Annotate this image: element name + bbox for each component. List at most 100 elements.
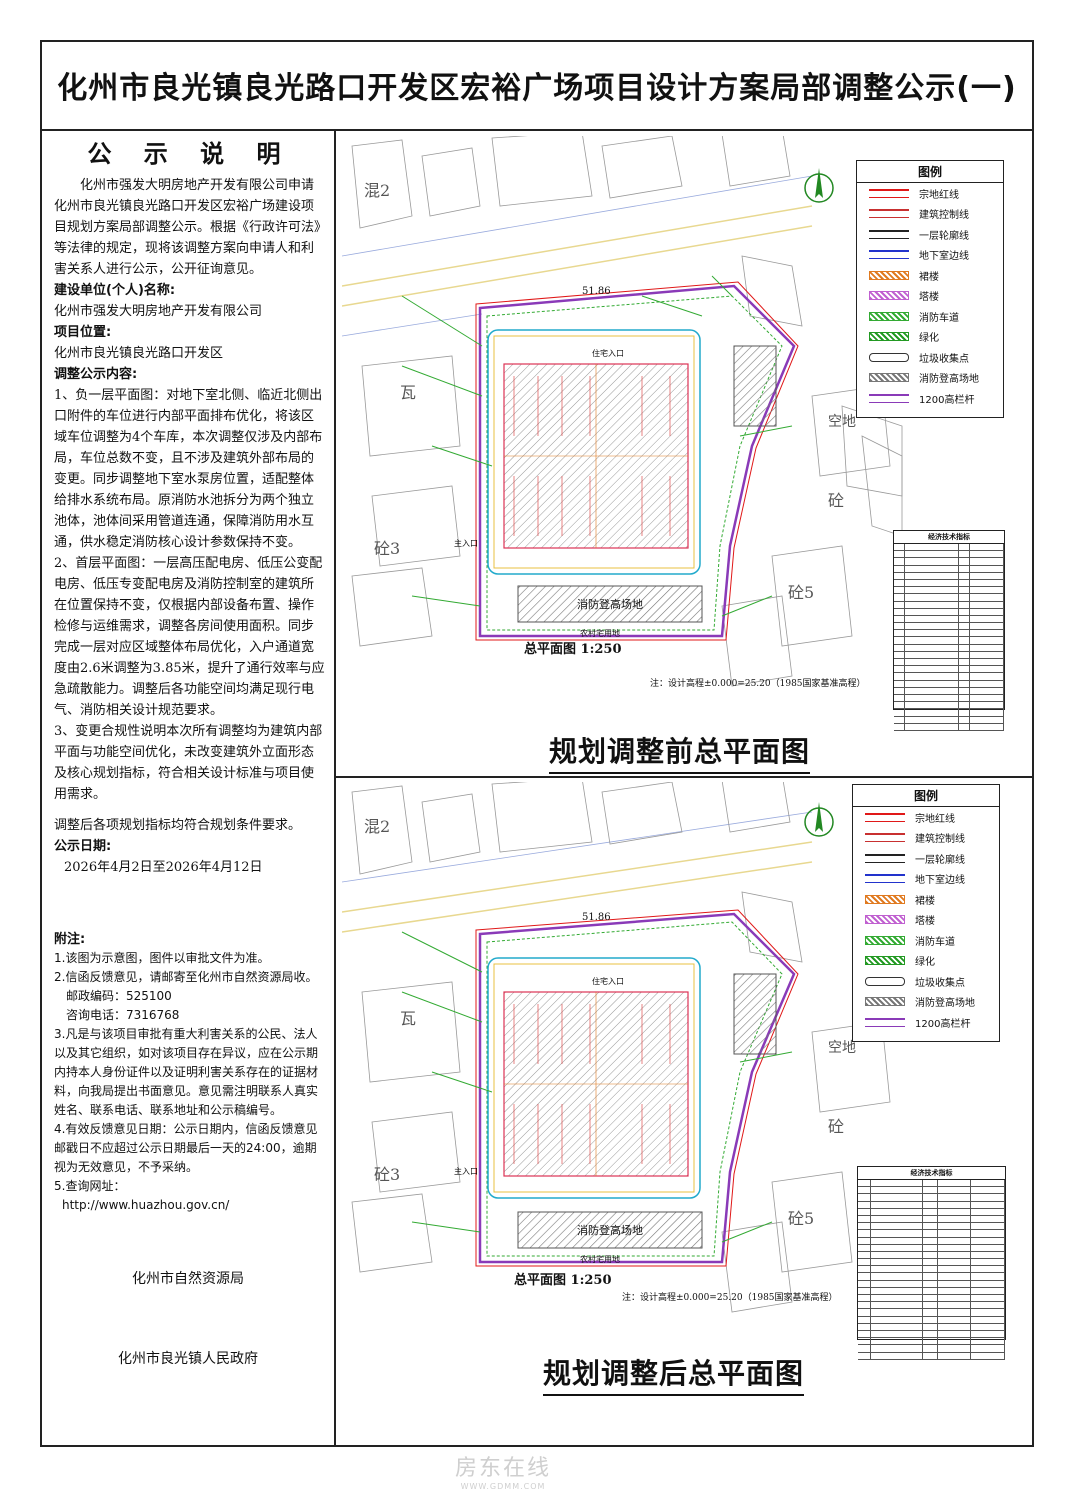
notice-section: 公 示 说 明 化州市强发大明房地产开发有限公司申请化州市良光镇良光路口开发区宏…	[54, 140, 326, 878]
table-row	[894, 608, 1004, 616]
legend-swatch	[869, 188, 909, 198]
table-row	[858, 1180, 1005, 1188]
table-row	[858, 1201, 1005, 1209]
legend-label: 消防登高场地	[915, 998, 975, 1010]
table-row	[858, 1316, 1005, 1324]
table-row	[858, 1208, 1005, 1216]
legend-label: 1200高栏杆	[915, 1018, 971, 1030]
table-row	[894, 723, 1004, 731]
table-row	[894, 659, 1004, 667]
legend-label: 建筑控制线	[919, 210, 969, 222]
legend-title-after: 图例	[853, 785, 999, 807]
legend-swatch	[869, 250, 909, 260]
plan-divider	[336, 776, 1034, 778]
c1-label-before: 砼	[828, 491, 844, 510]
footnote-5: 5.查询网址：	[54, 1179, 126, 1193]
table-row	[894, 579, 1004, 588]
legend-swatch	[865, 976, 905, 986]
north-length-after: 51.86	[582, 912, 611, 923]
legend-swatch	[869, 352, 909, 362]
footnotes-section: 附注: 1.该图为示意图，图件以审批文件为准。 2.信函反馈意见，请邮寄至化州市…	[54, 930, 326, 1215]
tile-label-after: 瓦	[400, 1009, 416, 1028]
main-entrance-after: 主入口	[454, 1166, 478, 1176]
legend-label: 宗地红线	[915, 813, 955, 825]
legend-label: 1200高栏杆	[919, 394, 975, 406]
legend-label: 一层轮廓线	[919, 230, 969, 242]
rural-land-after: 农村宅用地	[580, 1254, 620, 1264]
legend-swatch	[865, 997, 905, 1007]
applicant-value: 化州市强发大明房地产开发有限公司	[54, 304, 263, 319]
legend-item: 一层轮廓线	[857, 224, 1003, 245]
legend-item: 地下室边线	[857, 245, 1003, 266]
table-row	[894, 551, 1004, 559]
c2-label-after: 混2	[364, 817, 390, 836]
table-row	[894, 694, 1004, 703]
caption-after: 规划调整后总平面图	[543, 1352, 805, 1396]
legend-item: 1200高栏杆	[853, 1012, 999, 1033]
c5-label-after: 砼5	[788, 1209, 814, 1228]
c3-label-after: 砼3	[374, 1165, 400, 1184]
table-row	[894, 558, 1004, 566]
content-item-2: 2、首层平面图：一层高压配电房、低压公变配电房、低压专变配电房及消防控制室的建筑…	[54, 556, 325, 718]
table-row	[858, 1338, 1005, 1346]
fire-area-label-after: 消防登高场地	[577, 1223, 643, 1237]
site-plan-before: 消防登高场地 51.86 住宅入口 主入口 农村宅用地 空地 混2 瓦 砼3 砼…	[342, 136, 903, 689]
legend-before: 图例 宗地红线建筑控制线一层轮廓线地下室边线裙楼塔楼消防车道绿化垃圾收集点消防登…	[856, 160, 1004, 418]
legend-item: 一层轮廓线	[853, 848, 999, 869]
legend-item: 绿化	[853, 951, 999, 972]
legend-swatch	[865, 853, 905, 863]
notice-heading: 公 示 说 明	[87, 140, 293, 168]
footnote-1: 1.该图为示意图，图件以审批文件为准。	[54, 951, 270, 965]
compliance-statement: 调整后各项规划指标均符合规划条件要求。	[54, 818, 302, 833]
legend-swatch	[865, 833, 905, 843]
main-entrance-before: 主入口	[454, 538, 478, 548]
legend-label: 消防登高场地	[919, 374, 979, 386]
table-row	[858, 1345, 1005, 1353]
table-row	[858, 1280, 1005, 1288]
legend-item: 消防车道	[857, 306, 1003, 327]
elevation-note-before: 注：设计高程±0.000=25.20（1985国家基准高程）	[650, 677, 866, 689]
legend-item: 地下室边线	[853, 869, 999, 890]
footnotes-label: 附注:	[54, 932, 86, 947]
c2-label-before: 混2	[364, 181, 390, 200]
legend-label: 地下室边线	[915, 875, 965, 887]
legend-label: 建筑控制线	[915, 834, 965, 846]
legend-swatch	[865, 894, 905, 904]
legend-title-before: 图例	[857, 161, 1003, 183]
table-row	[894, 615, 1004, 624]
signature-government: 化州市良光镇人民政府	[118, 1351, 258, 1367]
location-value: 化州市良光镇良光路口开发区	[54, 346, 224, 361]
legend-swatch	[869, 373, 909, 383]
query-url[interactable]: http://www.huazhou.gov.cn/	[62, 1198, 230, 1212]
table-row	[894, 687, 1004, 695]
table-row	[858, 1223, 1005, 1231]
table-row	[894, 587, 1004, 595]
legend-label: 宗地红线	[919, 189, 959, 201]
site-plan-after: 消防登高场地 51.86 住宅入口 主入口 农村宅用地 空地 混2 瓦 砼3 砼…	[342, 782, 891, 1313]
legend-swatch	[869, 270, 909, 280]
table-row	[858, 1251, 1005, 1260]
table-row	[894, 594, 1004, 602]
postcode: 邮政编码：525100	[66, 989, 172, 1003]
legend-item: 消防车道	[853, 930, 999, 951]
table-row	[894, 702, 1004, 710]
date-value: 2026年4月2日至2026年4月12日	[64, 860, 263, 875]
table-row	[858, 1323, 1005, 1331]
table-row	[894, 666, 1004, 674]
legend-item: 塔楼	[853, 910, 999, 931]
table-row	[858, 1237, 1005, 1245]
table-row	[858, 1194, 1005, 1202]
notice-intro: 化州市强发大明房地产开发有限公司申请化州市良光镇良光路口开发区宏裕广场建设项目规…	[54, 178, 321, 277]
legend-item: 宗地红线	[857, 183, 1003, 204]
c1-label-after: 砼	[828, 1117, 844, 1136]
page-title: 化州市良光镇良光路口开发区宏裕广场项目设计方案局部调整公示(一)	[57, 70, 1017, 106]
content-label: 调整公示内容:	[54, 367, 138, 382]
caption-before: 规划调整前总平面图	[549, 730, 811, 774]
econ-table-title-before: 经济技术指标	[894, 531, 1004, 544]
legend-swatch	[869, 209, 909, 219]
legend-swatch	[869, 291, 909, 301]
legend-label: 消防车道	[915, 936, 955, 948]
legend-swatch	[869, 311, 909, 321]
table-row	[858, 1244, 1005, 1252]
legend-item: 消防登高场地	[857, 368, 1003, 389]
